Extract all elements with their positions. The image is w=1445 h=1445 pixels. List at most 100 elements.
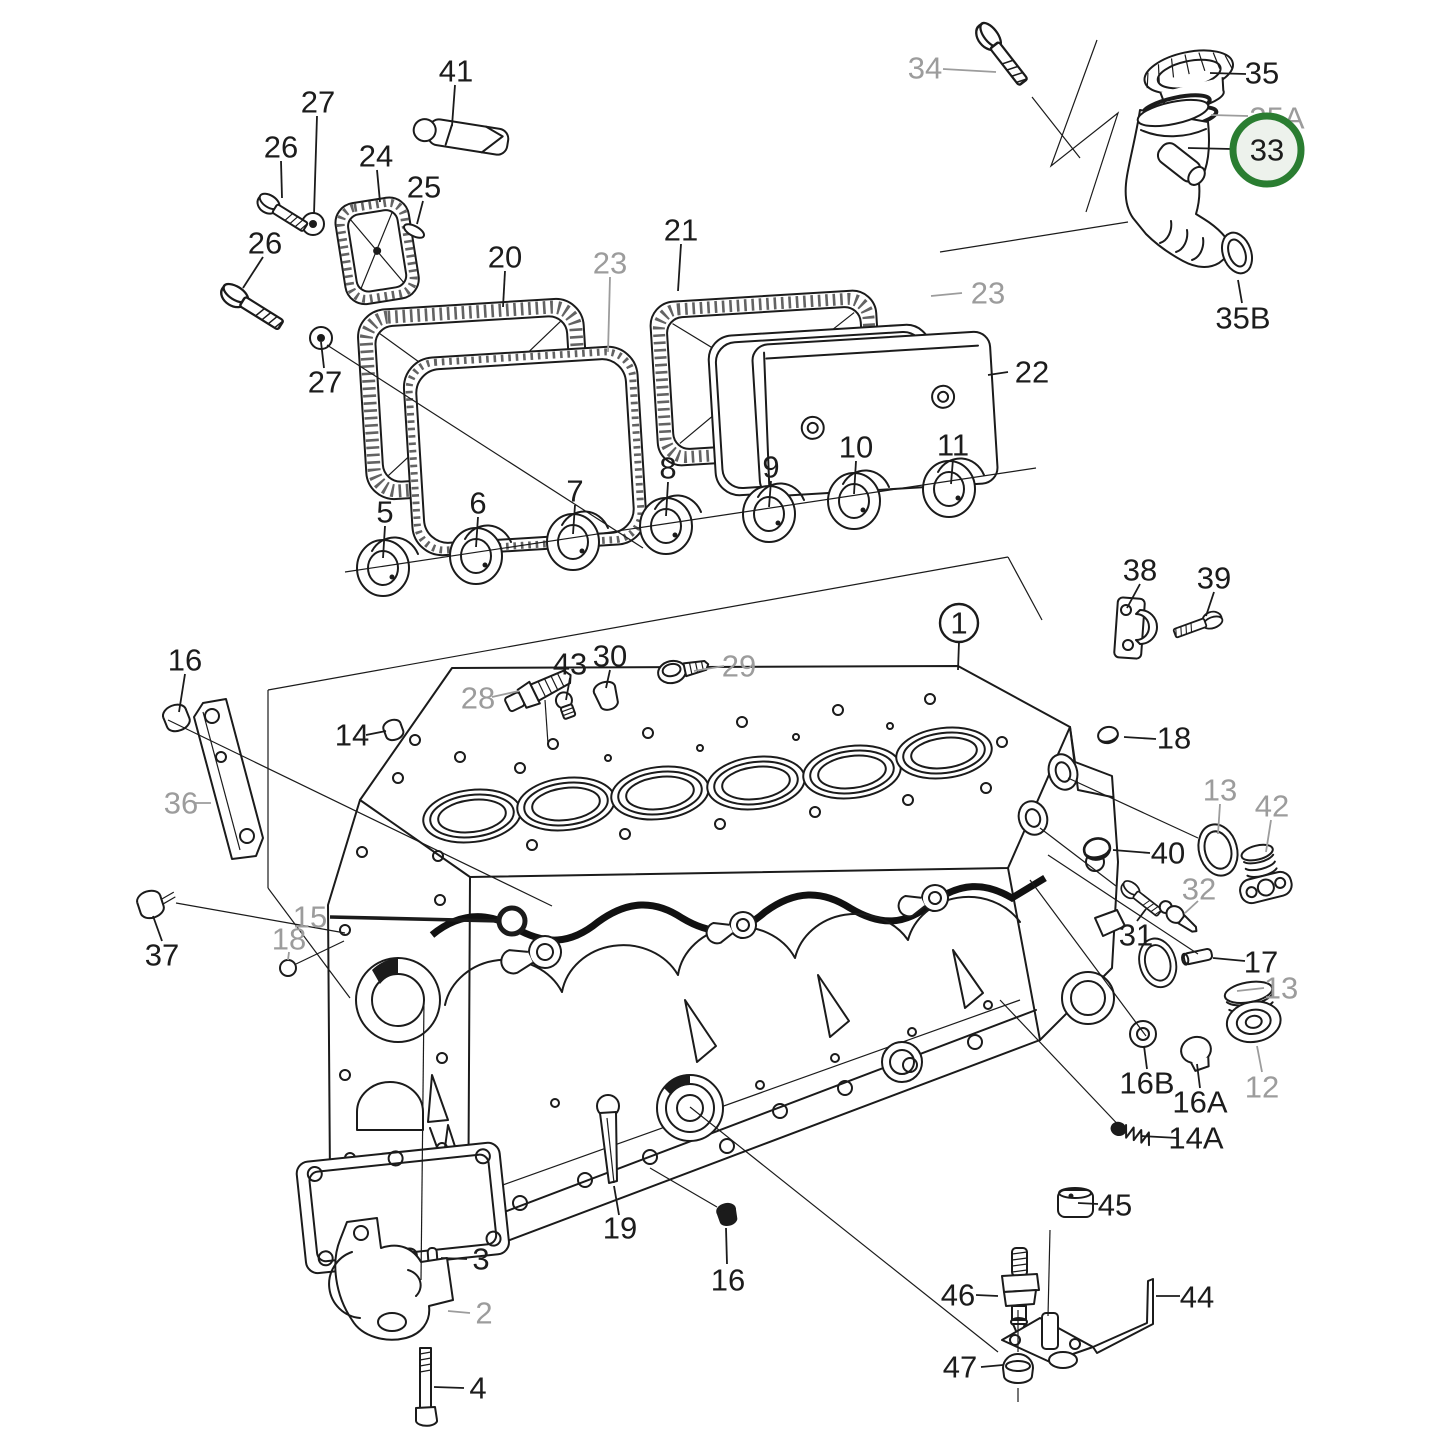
leader-line: [491, 690, 520, 698]
callout-15: 15: [293, 900, 327, 935]
callout-13: 13: [1264, 971, 1298, 1006]
mount-tabs: [684, 949, 984, 1063]
callout-39: 39: [1197, 561, 1231, 596]
cover-plate-24: [334, 196, 420, 306]
callout-28: 28: [461, 681, 495, 716]
construction-line: [1067, 777, 1199, 839]
callout-32: 32: [1182, 872, 1216, 907]
temp-sensor-46: [1001, 1247, 1040, 1339]
plug-16-bottom: [716, 1202, 738, 1227]
lifting-bracket-38: [1113, 596, 1158, 660]
leader-line: [1187, 147, 1233, 150]
leader-line: [1205, 591, 1215, 617]
leader-line: [1136, 908, 1147, 922]
leader-line: [768, 480, 772, 508]
leader-line: [1210, 114, 1249, 117]
leader-line: [287, 951, 290, 961]
leader-line: [242, 256, 264, 289]
callout-27: 27: [301, 85, 335, 120]
leader-line: [572, 504, 576, 535]
callout-40: 40: [1151, 836, 1185, 871]
leader-line: [1217, 803, 1221, 835]
callout-27: 27: [308, 365, 342, 400]
leader-line: [1256, 1045, 1263, 1073]
outlet-fitting-42: [1239, 843, 1293, 905]
callout-35B: 35B: [1215, 301, 1270, 336]
leader-line: [416, 200, 424, 225]
construction-lines: [167, 39, 1199, 1402]
callout-13: 13: [1203, 773, 1237, 808]
part-number-circle: [938, 602, 980, 644]
cylinder-bores: [422, 726, 993, 844]
callout-23: 23: [593, 246, 627, 281]
leader-line: [607, 276, 611, 353]
callout-26: 26: [248, 226, 282, 261]
leader-line: [1184, 900, 1199, 914]
grommet-47: [1002, 1353, 1034, 1384]
side-cover-22: [751, 330, 999, 498]
callout-16B: 16B: [1119, 1066, 1174, 1101]
callout-45: 45: [1098, 1188, 1132, 1223]
engine-mount-bracket-2: [328, 1217, 454, 1341]
callout-16: 16: [711, 1263, 745, 1298]
sensor-29: [657, 659, 710, 685]
callout-10: 10: [839, 430, 873, 465]
construction-line: [175, 902, 346, 934]
callout-37: 37: [145, 938, 179, 973]
construction-line: [326, 344, 644, 549]
leader-line: [950, 458, 954, 485]
leader-line: [987, 371, 1009, 376]
leader-line: [382, 525, 386, 559]
bolt-26-lower: [215, 279, 288, 335]
leader-line: [1236, 987, 1265, 992]
leader-line: [329, 915, 501, 923]
callout-46: 46: [941, 1278, 975, 1313]
construction-line: [1047, 1229, 1051, 1317]
callout-20: 20: [488, 240, 522, 275]
leader-lines: [152, 68, 1272, 1389]
leader-line: [475, 516, 479, 548]
callout-14A: 14A: [1168, 1121, 1223, 1156]
leader-line: [565, 677, 571, 701]
front-face-details: [500, 884, 993, 1211]
callout-29: 29: [722, 649, 756, 684]
leader-line: [1077, 1202, 1099, 1205]
callout-31: 31: [1119, 918, 1153, 953]
leader-line: [447, 1310, 471, 1314]
plug-16A: [1180, 1035, 1212, 1072]
screw-14A: [1110, 1121, 1150, 1147]
callout-25: 25: [407, 170, 441, 205]
plug-30: [592, 680, 619, 711]
leader-line: [313, 115, 318, 215]
leader-line: [980, 1364, 1004, 1368]
callout-9: 9: [762, 450, 779, 485]
leader-line: [1123, 736, 1157, 740]
callout-35: 35: [1245, 56, 1279, 91]
sealant-tube: [412, 118, 510, 156]
construction-line: [649, 1167, 718, 1208]
bracket-36: [193, 698, 264, 860]
callout-labels: 412726242526272023212322343535A3335B5678…: [145, 51, 1305, 1406]
leader-line: [975, 1294, 999, 1297]
leader-line: [280, 160, 283, 199]
callout-1: 1: [950, 606, 967, 641]
leader-line: [605, 669, 611, 689]
construction-line: [606, 1117, 615, 1184]
leader-line: [295, 940, 345, 965]
callout-21: 21: [664, 213, 698, 248]
callout-4: 4: [469, 1371, 486, 1406]
callout-11: 11: [937, 428, 969, 463]
small-cup-plug: [279, 959, 297, 977]
leader-line: [957, 641, 960, 671]
callout-24: 24: [359, 139, 393, 174]
relief-valve-32: [1158, 900, 1198, 933]
construction-line: [344, 467, 1037, 573]
leader-line: [665, 481, 669, 517]
leader-line: [433, 1386, 465, 1389]
callout-44: 44: [1180, 1280, 1214, 1315]
construction-line: [544, 699, 549, 745]
callout-33: 33: [1250, 133, 1284, 168]
leader-line: [677, 243, 682, 292]
bolt-34: [970, 18, 1033, 90]
